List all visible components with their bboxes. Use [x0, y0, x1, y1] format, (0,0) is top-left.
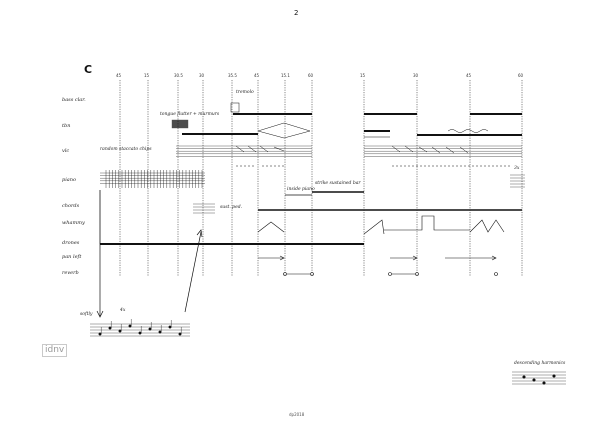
bass-clarinet-part — [230, 102, 522, 115]
descending-figure — [512, 371, 566, 385]
instrument-label: vlc — [62, 148, 70, 154]
trombone-part — [171, 119, 522, 139]
watermark: idnv — [42, 344, 68, 357]
page-number: 2 — [294, 9, 299, 17]
timeline-mark: 45 — [254, 73, 260, 78]
instrument-label: bass clar. — [62, 97, 86, 103]
four-x-figure — [90, 319, 190, 337]
three-x-note: 3x — [514, 166, 520, 171]
chords-part — [193, 203, 522, 214]
tongue-flutter-note: tongue flutter + murmurs — [160, 112, 220, 117]
whammy-part — [257, 215, 505, 235]
timeline-mark: 45 — [116, 73, 122, 78]
instrument-label: drones — [62, 240, 80, 246]
timeline-mark: 45 — [466, 73, 472, 78]
arrows — [96, 229, 203, 318]
piano-part — [100, 170, 525, 196]
four-x-note: 4x — [120, 308, 126, 313]
instrument-label: chords — [62, 203, 80, 209]
tremolo-note: tremolo — [236, 90, 254, 95]
sust-ped-note: sust. ped. — [220, 205, 243, 210]
timeline-mark: 30.5 — [174, 73, 183, 78]
instrument-label: tbn — [62, 123, 71, 129]
drones-part — [99, 190, 364, 245]
descending-harmonics-note: descending harmonics — [514, 361, 566, 366]
reverb-part — [283, 272, 498, 276]
timeline-mark: 15.1 — [281, 73, 290, 78]
pan-left-part — [258, 255, 497, 261]
random-staccatos-note: random staccato chips — [100, 147, 152, 152]
cello-part — [176, 145, 522, 167]
timeline-mark: 35.5 — [228, 73, 237, 78]
timeline-mark: 15 — [360, 73, 366, 78]
strike-sustained-note: strike sustained bar — [315, 181, 361, 186]
instrument-label: pan left — [62, 254, 82, 260]
instrument-label: reverb — [62, 270, 79, 276]
timeline-mark: 60 — [518, 73, 524, 78]
instrument-label: piano — [62, 177, 77, 183]
softly-note: softly — [80, 312, 93, 317]
timeline-mark: 15 — [144, 73, 150, 78]
timeline-mark: 60 — [308, 73, 314, 78]
page-footer: dp2018 — [289, 412, 305, 417]
instrument-label: whammy — [62, 220, 85, 226]
inside-piano-note: inside piano — [287, 187, 315, 192]
section-letter: C — [84, 63, 93, 76]
timeline-mark: 30 — [413, 73, 419, 78]
timeline-mark: 30 — [199, 73, 205, 78]
